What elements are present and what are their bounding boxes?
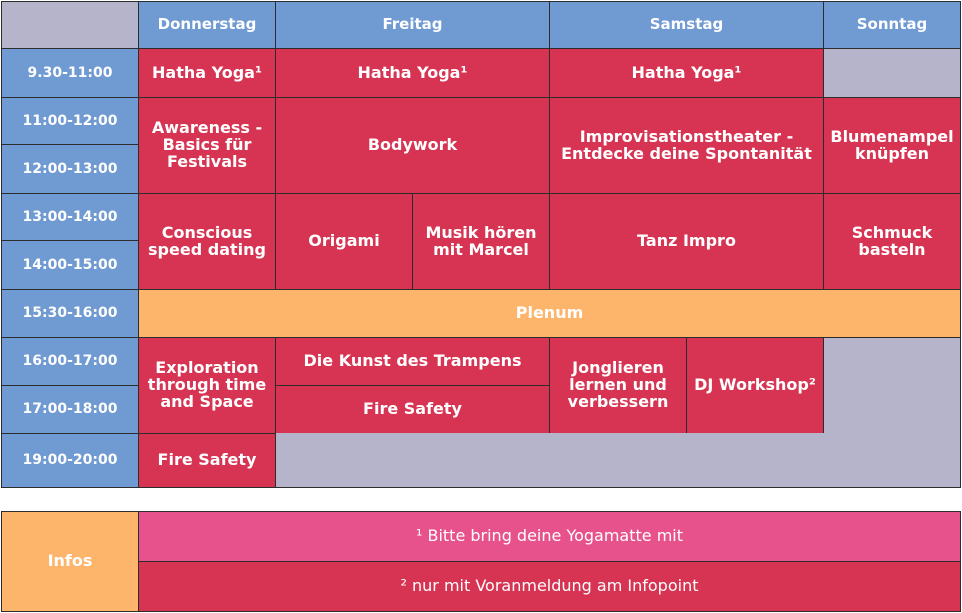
day-header-sonntag: Sonntag — [823, 1, 961, 49]
empty-slot — [823, 48, 961, 98]
time-slot: 11:00-12:00 — [1, 97, 139, 145]
event-hatha-yoga-freitag: Hatha Yoga¹ — [275, 48, 550, 98]
time-slot: 14:00-15:00 — [1, 240, 139, 290]
event-blumenampel: Blumenampel knüpfen — [823, 97, 961, 194]
time-slot: 9.30-11:00 — [1, 48, 139, 98]
event-improvisationstheater: Improvisationstheater - Entdecke deine S… — [549, 97, 824, 194]
event-speed-dating: Conscious speed dating — [138, 193, 276, 290]
event-exploration: Exploration through time and Space — [138, 337, 276, 434]
event-dj-workshop: DJ Workshop² — [686, 337, 824, 434]
event-hatha-yoga-donnerstag: Hatha Yoga¹ — [138, 48, 276, 98]
empty-slot — [823, 337, 961, 434]
event-awareness: Awareness - Basics für Festivals — [138, 97, 276, 194]
event-origami: Origami — [275, 193, 413, 290]
time-slot: 19:00-20:00 — [1, 433, 139, 488]
info-note-yogamatte: ¹ Bitte bring deine Yogamatte mit — [138, 511, 961, 562]
day-header-donnerstag: Donnerstag — [138, 1, 276, 49]
corner-cell — [1, 1, 139, 49]
time-slot: 13:00-14:00 — [1, 193, 139, 241]
event-plenum: Plenum — [138, 289, 961, 338]
time-slot: 15:30-16:00 — [1, 289, 139, 338]
info-note-voranmeldung: ² nur mit Voranmeldung am Infopoint — [138, 561, 961, 612]
day-header-samstag: Samstag — [549, 1, 824, 49]
event-hatha-yoga-samstag: Hatha Yoga¹ — [549, 48, 824, 98]
event-musik-hoeren: Musik hören mit Marcel — [412, 193, 550, 290]
event-fire-safety-freitag: Fire Safety — [275, 385, 550, 434]
event-bodywork: Bodywork — [275, 97, 550, 194]
time-slot: 17:00-18:00 — [1, 385, 139, 434]
time-slot: 12:00-13:00 — [1, 144, 139, 194]
event-jonglieren: Jonglieren lernen und verbessern — [549, 337, 687, 434]
time-slot: 16:00-17:00 — [1, 337, 139, 386]
empty-slot — [275, 433, 961, 488]
day-header-freitag: Freitag — [275, 1, 550, 49]
event-fire-safety-donnerstag: Fire Safety — [138, 433, 276, 488]
infos-label: Infos — [1, 511, 139, 612]
event-schmuck-basteln: Schmuck basteln — [823, 193, 961, 290]
event-kunst-des-trampens: Die Kunst des Trampens — [275, 337, 550, 386]
event-tanz-impro: Tanz Impro — [549, 193, 824, 290]
